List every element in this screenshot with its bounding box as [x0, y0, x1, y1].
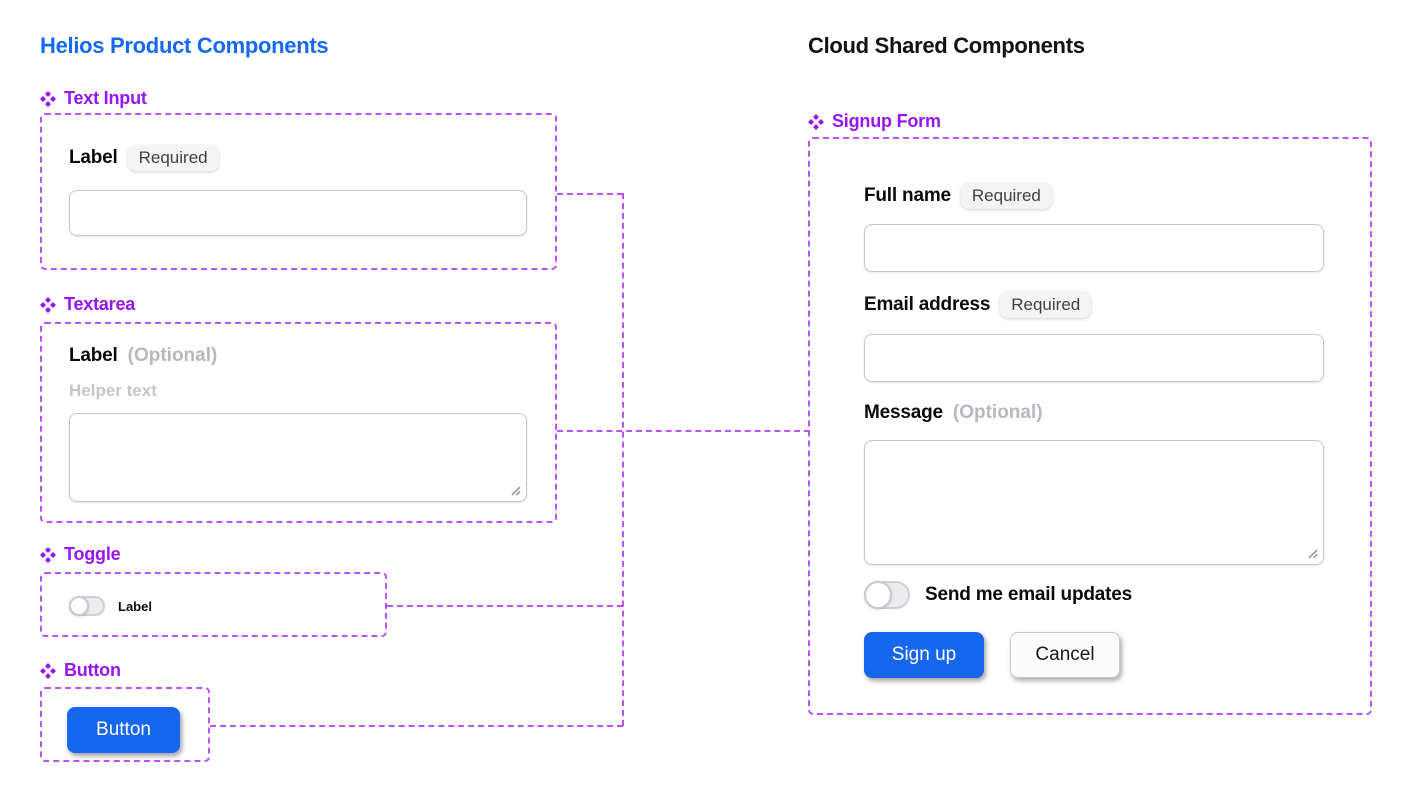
message-field-wrap: [864, 440, 1324, 565]
component-icon: [40, 90, 56, 107]
section-heading-label: Signup Form: [832, 111, 941, 131]
toggle-switch[interactable]: [69, 596, 105, 616]
right-panel-title: Cloud Shared Components: [808, 33, 1085, 58]
section-heading-label: Text Input: [64, 88, 147, 108]
sign-up-button[interactable]: Sign up: [864, 632, 984, 678]
component-icon: [40, 296, 56, 313]
full-name-label-row: Full name Required: [864, 183, 1052, 209]
section-heading-label: Button: [64, 660, 121, 680]
textarea-resize-grip-icon[interactable]: [509, 484, 522, 497]
message-label-row: Message (Optional): [864, 402, 1043, 424]
left-panel-title: Helios Product Components: [40, 33, 329, 58]
message-textarea[interactable]: [865, 441, 1323, 564]
connector-text-input: [557, 193, 623, 195]
textarea-label-row: Label (Optional): [69, 345, 217, 367]
textarea-field-wrap: [69, 413, 527, 502]
component-frame-signup-form[interactable]: Full name Required Email address Require…: [808, 137, 1372, 715]
toggle-knob: [864, 581, 892, 609]
optional-tag: (Optional): [127, 345, 218, 366]
connector-button: [210, 725, 623, 727]
connector-textarea-to-form: [557, 430, 810, 432]
textarea-helper-text: Helper text: [69, 381, 157, 400]
component-frame-button[interactable]: Button: [40, 687, 210, 762]
cancel-button[interactable]: Cancel: [1010, 632, 1120, 678]
optional-tag: (Optional): [952, 402, 1043, 423]
updates-toggle-label: Send me email updates: [925, 584, 1132, 605]
section-heading-label: Toggle: [64, 544, 121, 564]
updates-toggle-switch[interactable]: [864, 581, 910, 609]
toggle-knob: [69, 596, 89, 616]
connector-trunk: [622, 193, 624, 726]
updates-toggle-row: Send me email updates: [864, 581, 1132, 609]
component-icon: [40, 546, 56, 563]
connector-toggle: [387, 605, 623, 607]
sample-button[interactable]: Button: [67, 707, 180, 753]
component-frame-text-input[interactable]: Label Required: [40, 113, 557, 270]
section-heading-label: Textarea: [64, 294, 136, 314]
textarea-field[interactable]: [70, 414, 526, 501]
message-label: Message: [864, 402, 943, 423]
component-icon: [40, 662, 56, 679]
section-heading-toggle: Toggle: [40, 544, 121, 565]
section-heading-signup-form: Signup Form: [808, 111, 941, 132]
email-label: Email address: [864, 294, 991, 315]
component-frame-textarea[interactable]: Label (Optional) Helper text: [40, 322, 557, 523]
section-heading-textarea: Textarea: [40, 294, 135, 315]
toggle-row: Label: [69, 596, 152, 616]
textarea-resize-grip-icon[interactable]: [1306, 547, 1319, 560]
section-heading-text-input: Text Input: [40, 88, 147, 109]
required-badge: Required: [1000, 292, 1092, 318]
toggle-label: Label: [118, 598, 152, 614]
text-input-label: Label: [69, 147, 118, 168]
full-name-input[interactable]: [864, 224, 1324, 272]
email-label-row: Email address Required: [864, 292, 1092, 318]
full-name-label: Full name: [864, 185, 951, 206]
textarea-label: Label: [69, 345, 118, 366]
section-heading-button: Button: [40, 660, 121, 681]
required-badge: Required: [960, 183, 1052, 209]
text-input-field[interactable]: [69, 190, 527, 236]
text-input-label-row: Label Required: [69, 145, 219, 171]
email-input[interactable]: [864, 334, 1324, 382]
component-frame-toggle[interactable]: Label: [40, 572, 387, 637]
required-badge: Required: [127, 145, 219, 171]
component-icon: [808, 113, 824, 130]
